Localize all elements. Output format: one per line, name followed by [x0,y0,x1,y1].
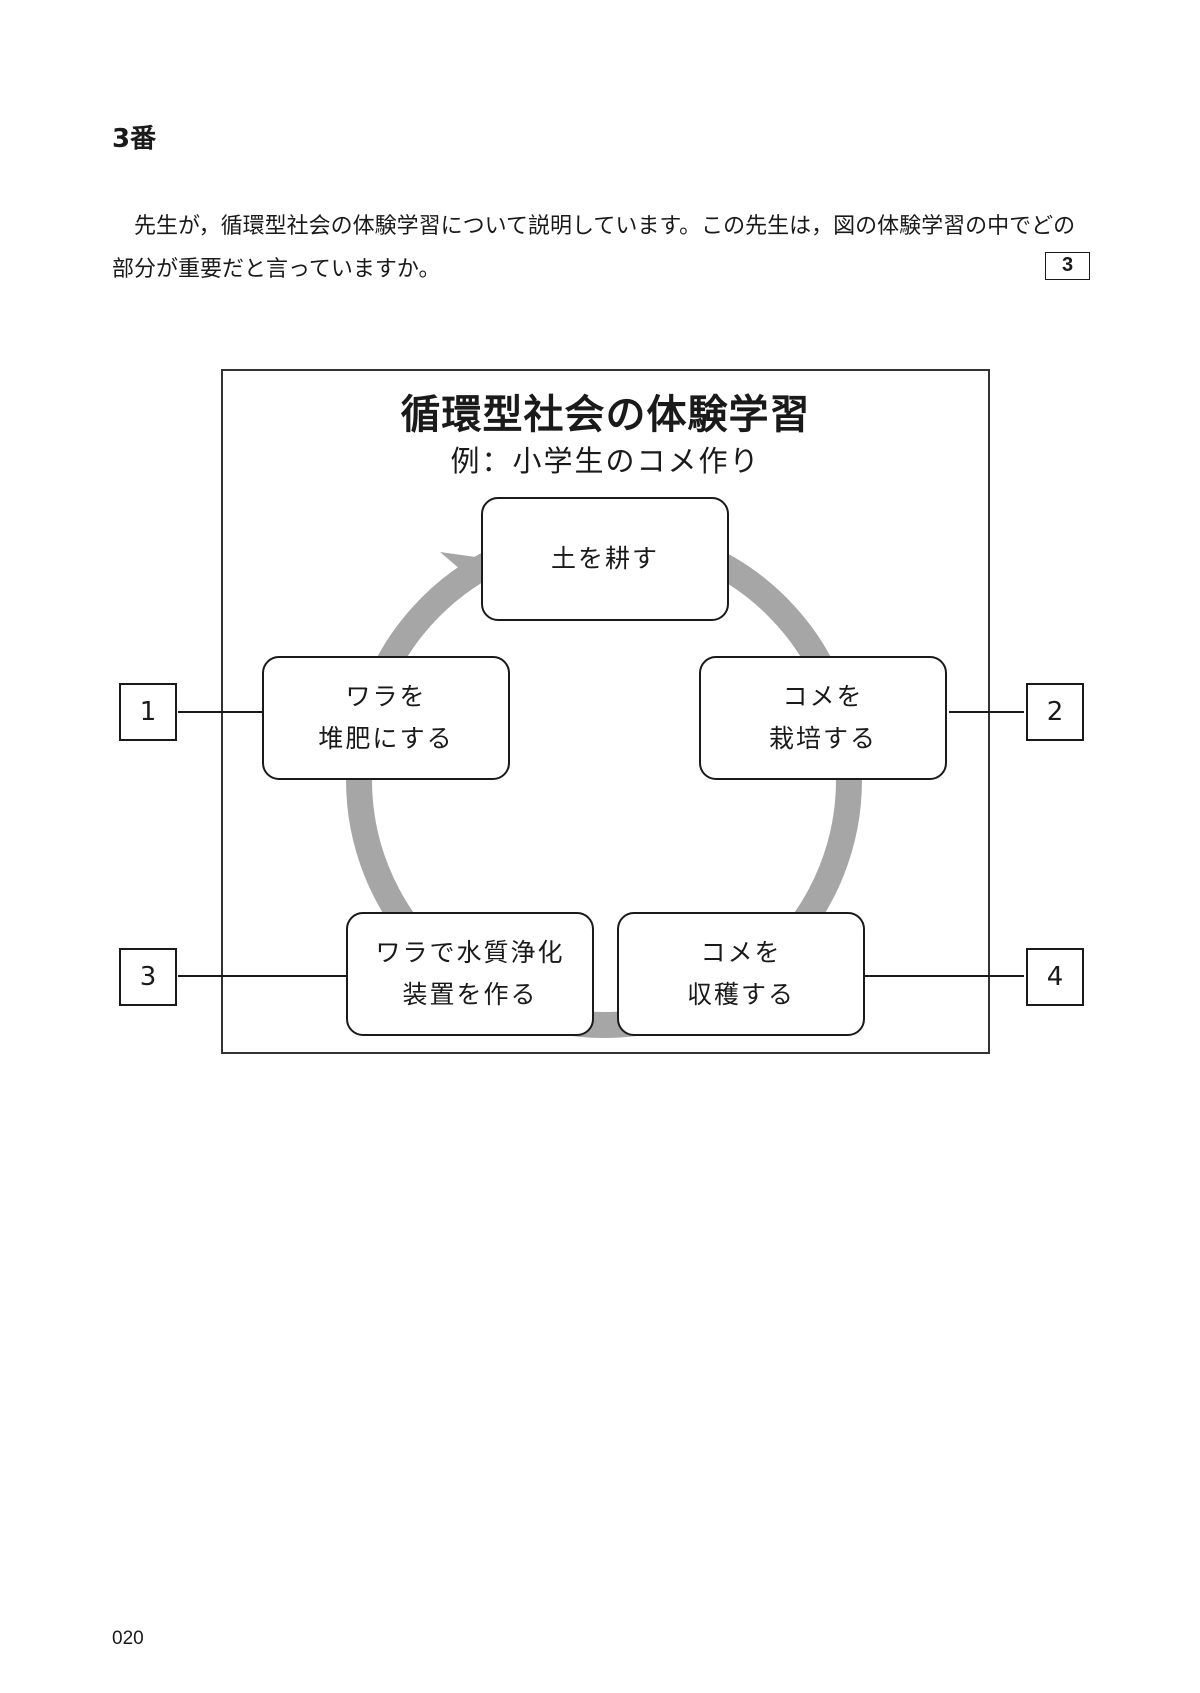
step-water-purifier: ワラで水質浄化 装置を作る [346,912,594,1036]
choice-2: 2 [1026,683,1084,741]
step-compost-straw: ワラを 堆肥にする [262,656,510,780]
question-text: 先生が，循環型社会の体験学習について説明しています。この先生は，図の体験学習の中… [112,214,1076,282]
step-water-purifier-line-2: 装置を作る [402,980,538,1009]
diagram-subtitle: 例：小学生のコメ作り [450,444,761,478]
step-plow-soil-line-1: 土を耕す [550,544,659,573]
choice-4: 4 [1026,948,1084,1006]
step-harvest-rice-line-1: コメを [700,938,782,967]
step-plow-soil: 土を耕す [481,497,729,621]
step-harvest-rice: コメを 収穫する [617,912,865,1036]
choice-3: 3 [119,948,177,1006]
choice-1: 1 [119,683,177,741]
step-compost-straw-line-2: 堆肥にする [318,724,454,753]
step-cultivate-rice-line-1: コメを [782,682,864,711]
step-compost-straw-line-1: ワラを [345,682,427,711]
step-cultivate-rice: コメを 栽培する [699,656,947,780]
step-cultivate-rice-line-2: 栽培する [768,724,877,753]
diagram-title: 循環型社会の体験学習 [400,392,811,438]
step-water-purifier-line-1: ワラで水質浄化 [375,938,565,967]
page-number: 020 [112,1628,144,1649]
answer-box: 3 [1045,252,1090,280]
step-harvest-rice-line-2: 収穫する [686,980,795,1009]
question-number: 3番 [112,124,157,154]
cycle-arrow-head [440,552,483,582]
